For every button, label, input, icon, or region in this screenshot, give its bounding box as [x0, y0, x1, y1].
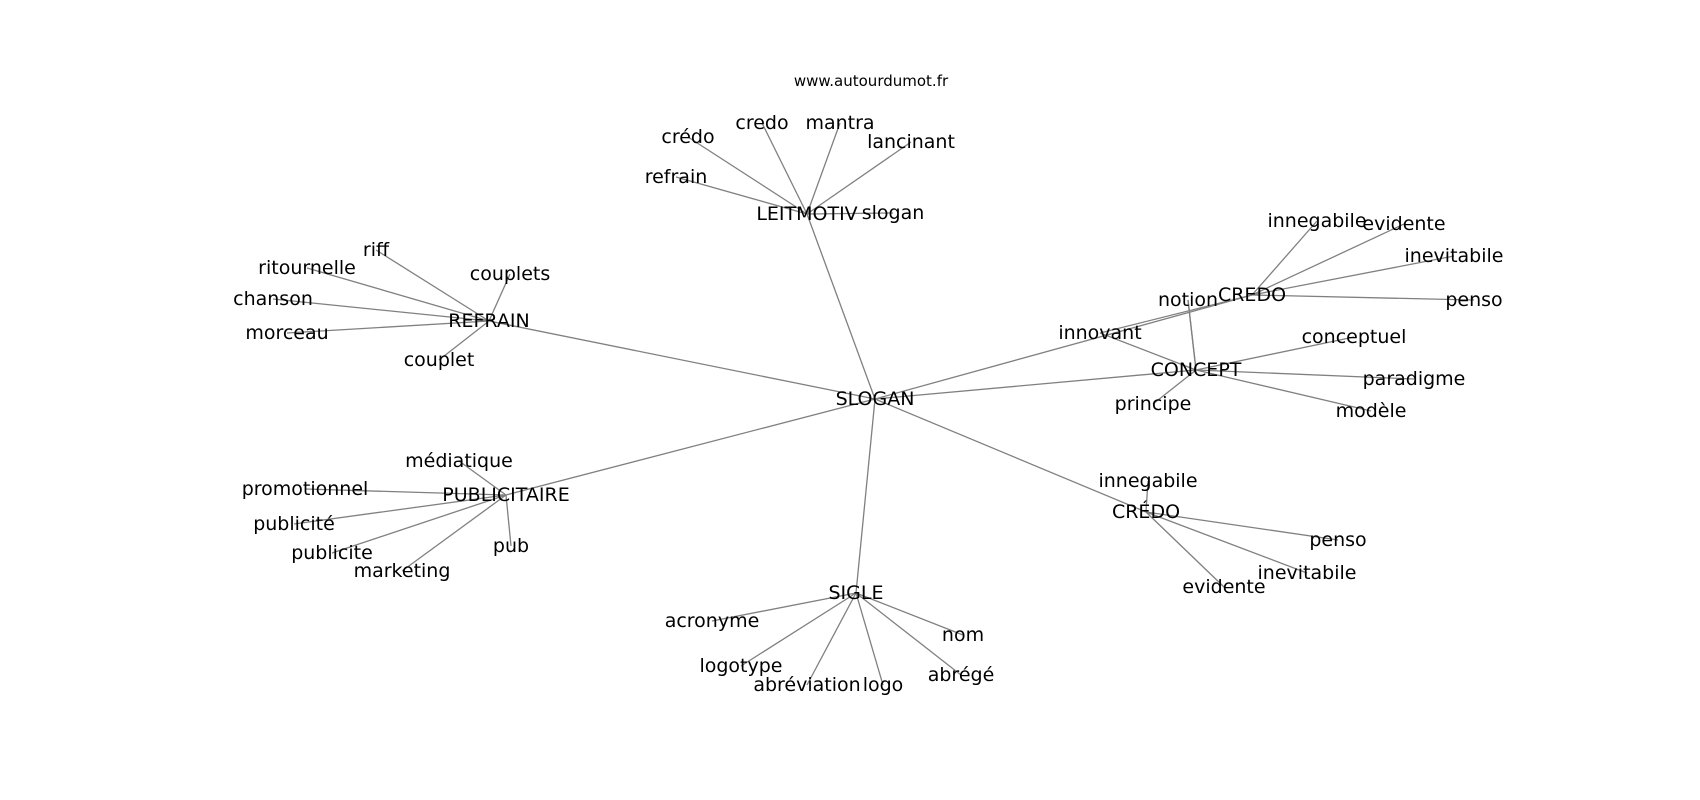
node-leaf-credo_accent-evidente: evidente: [1182, 576, 1265, 598]
edge-refrain-chanson: [272, 298, 490, 322]
edge-concept-innovant: [1099, 332, 1197, 371]
node-hub-credo_accent: CRÉDO: [1112, 500, 1180, 523]
node-leaf-refrain-chanson: chanson: [233, 288, 313, 310]
node-leaf-publicitaire-pub: pub: [493, 535, 529, 557]
node-leaf-credo_accent-inevitabile: inevitabile: [1258, 562, 1357, 584]
node-leaf-sigle-abreviation: abréviation: [753, 674, 860, 696]
edge-publicitaire-mediatique: [458, 460, 507, 496]
node-hub-concept: CONCEPT: [1151, 359, 1242, 381]
edge-leitmotiv-credo: [761, 122, 808, 215]
node-leaf-sigle-abrege: abrégé: [928, 664, 995, 686]
edge-concept-modele: [1195, 369, 1372, 412]
node-leaf-leitmotiv-credo: credo: [735, 112, 788, 134]
node-leaf-credo_plain-innegabile: innegabile: [1267, 210, 1366, 232]
edge-credo_plain-penso: [1251, 294, 1475, 301]
edge-publicitaire-promotionnel: [304, 488, 507, 496]
edge-refrain-couplet: [438, 320, 490, 361]
node-leaf-refrain-ritournelle: ritournelle: [258, 257, 356, 279]
node-leaf-concept-conceptuel: conceptuel: [1302, 326, 1407, 348]
edge-refrain-morceau: [286, 320, 490, 334]
edge-leitmotiv-refrain: [675, 176, 808, 215]
edge-leitmotiv-slogan: [806, 212, 894, 215]
edge-leitmotiv-mantra: [806, 122, 841, 215]
node-leaf-publicitaire-marketing: marketing: [354, 560, 451, 582]
node-leaf-leitmotiv-lancinant: lancinant: [867, 131, 955, 153]
edge-publicitaire-publicite: [293, 494, 507, 525]
edge-leitmotiv-lancinant: [806, 141, 912, 215]
graph-edges: [272, 122, 1475, 686]
watermark-text: www.autourdumot.fr: [793, 72, 949, 90]
edge-slogan-concept: [874, 369, 1197, 400]
edge-publicitaire-pub: [505, 494, 512, 547]
node-leaf-refrain-couplet: couplet: [404, 349, 475, 371]
node-hub-refrain: REFRAIN: [448, 310, 529, 332]
node-leaf-leitmotiv-credo: crédo: [661, 126, 714, 148]
node-leaf-leitmotiv-mantra: mantra: [805, 112, 874, 134]
node-leaf-credo_plain-evidente: evidente: [1362, 213, 1445, 235]
node-leaf-credo_plain-inevitabile: inevitabile: [1405, 245, 1504, 267]
edge-credo_plain-innegabile: [1251, 220, 1318, 296]
edge-innovant-credo_plain: [1099, 294, 1253, 334]
node-leaf-credo_accent-innegabile: innegabile: [1098, 470, 1197, 492]
node-hub-publicitaire: PUBLICITAIRE: [442, 484, 569, 506]
node-leaf-concept-principe: principe: [1115, 393, 1192, 415]
edge-slogan-refrain: [488, 320, 876, 400]
edge-sigle-abreviation: [806, 592, 857, 686]
edge-refrain-couplets: [488, 273, 511, 322]
node-leaf-concept-paradigme: paradigme: [1363, 368, 1466, 390]
edge-sigle-logo: [855, 592, 884, 686]
edge-credo_accent-innegabile: [1145, 480, 1149, 513]
edge-slogan-leitmotiv: [806, 213, 876, 400]
edge-leitmotiv-credo: [687, 136, 808, 215]
edge-sigle-abrege: [855, 592, 962, 676]
node-hub-leitmotiv: LEITMOTIV: [756, 203, 857, 225]
edge-slogan-publicitaire: [505, 398, 876, 496]
node-slogan-center: SLOGAN: [836, 388, 915, 410]
edge-credo_accent-inevitabile: [1145, 511, 1308, 574]
node-leaf-credo_accent-penso: penso: [1309, 529, 1366, 551]
edge-publicitaire-marketing: [401, 494, 507, 572]
node-leaf-publicitaire-mediatique: médiatique: [405, 450, 513, 472]
node-leaf-refrain-riff: riff: [363, 239, 390, 261]
node-leaf-sigle-nom: nom: [942, 624, 984, 646]
node-hub-sigle: SIGLE: [829, 582, 884, 604]
node-leaf-sigle-logo: logo: [863, 674, 904, 696]
edge-concept-conceptuel: [1195, 336, 1355, 371]
node-leaf-publicitaire-publicite: publicité: [253, 513, 335, 535]
edge-notion-concept: [1187, 299, 1197, 371]
edge-sigle-nom: [855, 592, 964, 636]
node-leaf-leitmotiv-refrain: refrain: [645, 166, 708, 188]
edge-credo_plain-evidente: [1251, 223, 1405, 296]
edge-refrain-ritournelle: [306, 267, 490, 322]
edge-slogan-credo_accent: [874, 398, 1147, 513]
node-leaf-publicitaire-publicite: publicite: [291, 542, 373, 564]
edge-slogan-sigle: [855, 398, 876, 594]
edge-credo_plain-inevitabile: [1251, 255, 1455, 296]
edge-refrain-riff: [375, 249, 490, 322]
node-leaf-credo_plain-penso: penso: [1445, 289, 1502, 311]
edge-publicitaire-publicite: [331, 494, 507, 554]
edge-sigle-logotype: [740, 592, 857, 667]
node-leaf-refrain-morceau: morceau: [245, 322, 328, 344]
node-leaf-sigle-logotype: logotype: [699, 655, 782, 677]
node-leaf-publicitaire-promotionnel: promotionnel: [242, 478, 369, 500]
edge-sigle-acronyme: [711, 592, 857, 622]
node-leaf-concept-notion: notion: [1158, 289, 1218, 311]
node-leaf-refrain-couplets: couplets: [470, 263, 551, 285]
edge-concept-principe: [1152, 369, 1197, 405]
node-hub-credo_plain: CREDO: [1218, 284, 1286, 306]
graph-labels: SLOGAN LEITMOTIV crédo credo mantralancinant…: [233, 112, 1503, 696]
edge-credo_accent-penso: [1145, 511, 1339, 541]
node-leaf-leitmotiv-slogan: slogan: [862, 202, 925, 224]
edge-credo_accent-evidente: [1145, 511, 1225, 588]
edge-concept-paradigme: [1195, 369, 1415, 380]
node-leaf-sigle-acronyme: acronyme: [665, 610, 760, 632]
node-leaf-concept-innovant: innovant: [1058, 322, 1141, 344]
node-leaf-concept-modele: modèle: [1336, 400, 1407, 422]
